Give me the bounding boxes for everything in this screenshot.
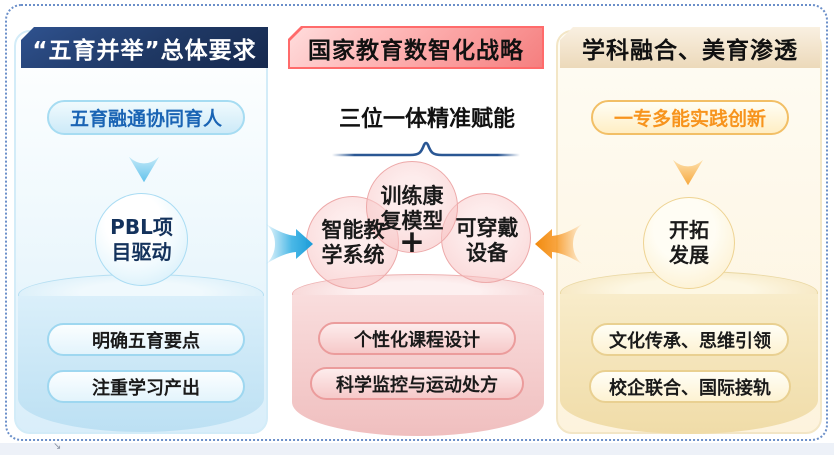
left-circle-label: PBL项目驱动 [110,214,173,264]
middle-header-label: 国家教育数智化战略 [308,37,524,64]
plus-sign: + [399,224,425,260]
middle-pill-1: 个性化课程设计 [318,322,516,355]
middle-pill-2: 科学监控与运动处方 [310,367,524,400]
left-header-label: “五育并举”总体要求 [32,37,257,64]
right-circle: 开拓发展 [643,197,735,289]
right-badge: 一专多能实践创新 [591,100,789,135]
left-pill-2-label: 注重学习产出 [92,377,200,399]
left-pill-2: 注重学习产出 [47,370,245,403]
slide-bottom-strip [0,443,834,455]
middle-subtitle: 三位一体精准赋能 [338,107,515,132]
right-cylinder-body [560,294,818,434]
middle-header: 国家教育数智化战略 [290,28,542,67]
left-pill-1-label: 明确五育要点 [92,330,200,352]
arrow-left-icon [535,224,582,264]
left-circle: PBL项目驱动 [95,193,188,286]
cursor-icon: ↘ [53,441,62,452]
chevron-down-icon [128,156,160,183]
venn-circle-top [366,161,458,253]
left-header: “五育并举”总体要求 [21,27,268,68]
right-header: 学科融合、美育渗透 [560,27,820,68]
middle-cylinder-body [292,295,544,436]
middle-pill-1-label: 个性化课程设计 [354,329,480,351]
left-pill-1: 明确五育要点 [47,323,245,356]
selection-dashed-frame [5,4,828,441]
arrow-right-icon [266,224,313,264]
right-badge-label: 一专多能实践创新 [613,108,766,130]
brace-icon [330,141,522,157]
right-pill-2-label: 校企联合、国际接轨 [609,377,771,399]
venn-left-label: 智能教学系统 [321,218,385,267]
right-header-label: 学科融合、美育渗透 [582,37,798,64]
venn-right-label: 可穿戴设备 [455,216,519,265]
venn-top-label: 训练康复模型 [380,184,444,233]
right-pill-1-label: 文化传承、思维引领 [609,330,771,352]
left-cylinder-body [18,296,264,432]
right-pill-2: 校企联合、国际接轨 [589,370,791,403]
right-circle-label: 开拓发展 [669,218,709,267]
middle-pill-2-label: 科学监控与运动处方 [336,374,498,396]
left-badge-label: 五育融通协同育人 [69,108,222,130]
chevron-down-icon [672,159,704,186]
left-badge: 五育融通协同育人 [47,100,245,135]
right-pill-1: 文化传承、思维引领 [591,323,789,356]
